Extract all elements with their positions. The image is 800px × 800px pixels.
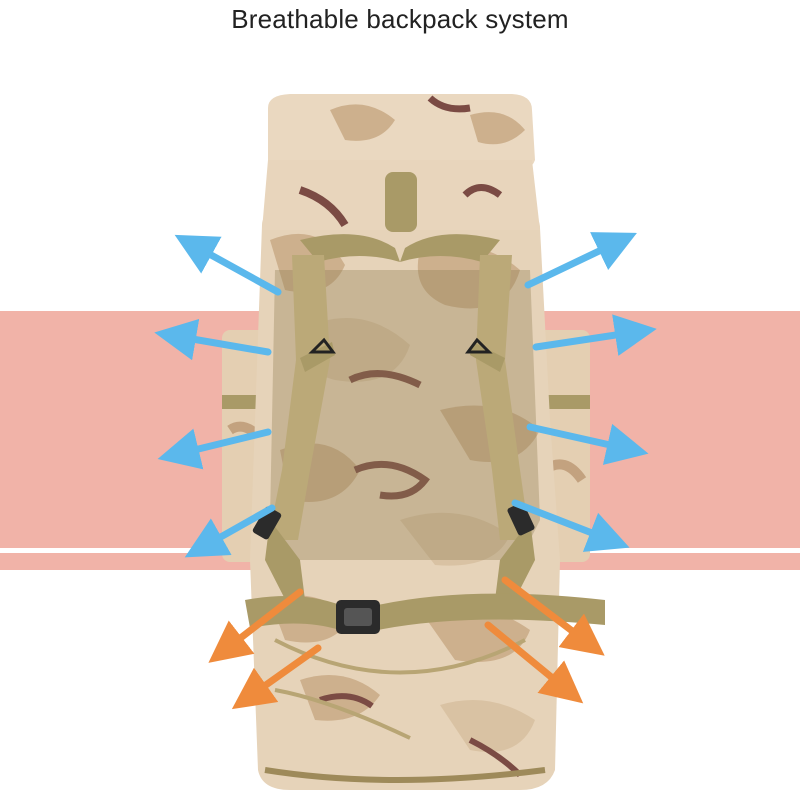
airflow-arrow-icon [157, 428, 272, 470]
buckle-icon [507, 502, 535, 536]
airflow-arrow-icon [174, 234, 282, 296]
airflow-arrow-icon [184, 504, 276, 558]
mesh-back-panel [270, 270, 540, 560]
airflow-arrow-icon [524, 232, 637, 289]
buckle-icon [465, 337, 493, 354]
airflow-arrow-icon [511, 499, 630, 552]
heat-arrow-icon [208, 588, 304, 663]
heat-arrow-icon [501, 576, 605, 656]
airflow-arrows [154, 232, 657, 558]
airflow-arrow-icon [526, 423, 649, 465]
hip-belt [245, 593, 605, 634]
backpack-lid [262, 94, 540, 232]
heat-arrow-icon [484, 621, 584, 704]
heat-arrows [208, 576, 605, 710]
airflow-arrow-icon [154, 318, 272, 361]
airflow-arrow-icon [532, 314, 657, 356]
buckle-icon [252, 506, 282, 540]
strap-buckles [252, 337, 535, 540]
page-title: Breathable backpack system [231, 4, 569, 34]
heat-arrow-icon [231, 644, 322, 710]
buckle-icon [308, 337, 336, 354]
